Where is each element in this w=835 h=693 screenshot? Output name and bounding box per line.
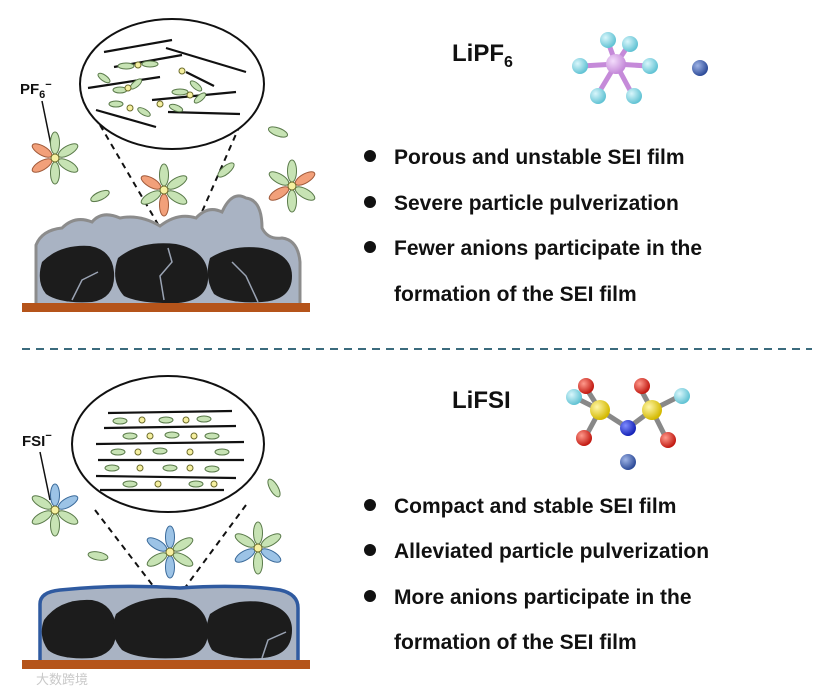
magnified-sei-porous — [79, 18, 265, 150]
top-bullet-list: Porous and unstable SEI film Severe part… — [364, 146, 702, 306]
li-ion-icon — [620, 454, 636, 470]
bottom-bullet-list: Compact and stable SEI film Alleviated p… — [364, 495, 709, 654]
bullet-text: formation of the SEI film — [394, 283, 637, 306]
bullet-text: More anions participate in the — [394, 586, 692, 609]
anion-label-fsi: FSI− — [22, 430, 52, 501]
bottom-panel: FSI− — [22, 375, 709, 669]
bullet-text: Porous and unstable SEI film — [394, 146, 685, 169]
fsi-molecule-model — [566, 378, 690, 448]
solvent-molecules — [87, 478, 281, 561]
magnified-sei-compact — [71, 375, 265, 513]
active-particles — [41, 597, 292, 659]
fsi-anion — [31, 483, 79, 537]
bullet-text: Alleviated particle pulverization — [394, 540, 709, 563]
watermark: 大数跨境 — [36, 673, 88, 688]
bullet-text: Severe particle pulverization — [394, 192, 679, 215]
anion-label-pf6: PF6− — [20, 79, 53, 151]
active-particles — [39, 243, 292, 304]
top-panel: PF6− — [20, 18, 708, 312]
bullet-text: Compact and stable SEI film — [394, 495, 676, 518]
pf6-anion — [31, 131, 79, 185]
pf6-molecule-model — [572, 32, 658, 104]
bullet-text: Fewer anions participate in the — [394, 237, 702, 260]
svg-text:PF6−: PF6− — [20, 79, 52, 101]
current-collector — [22, 303, 310, 312]
solvent-molecules — [90, 126, 288, 203]
svg-text:FSI−: FSI− — [22, 430, 52, 450]
fsi-anion — [146, 525, 194, 579]
bullet-text: formation of the SEI film — [394, 631, 637, 654]
salt-title-lipf6: LiPF6 — [452, 40, 513, 71]
pf6-anion — [268, 159, 316, 213]
salt-title-lifsi: LiFSI — [452, 387, 511, 414]
pf6-anion — [140, 163, 188, 217]
li-ion-icon — [692, 60, 708, 76]
current-collector — [22, 660, 310, 669]
fsi-anion — [234, 521, 282, 575]
